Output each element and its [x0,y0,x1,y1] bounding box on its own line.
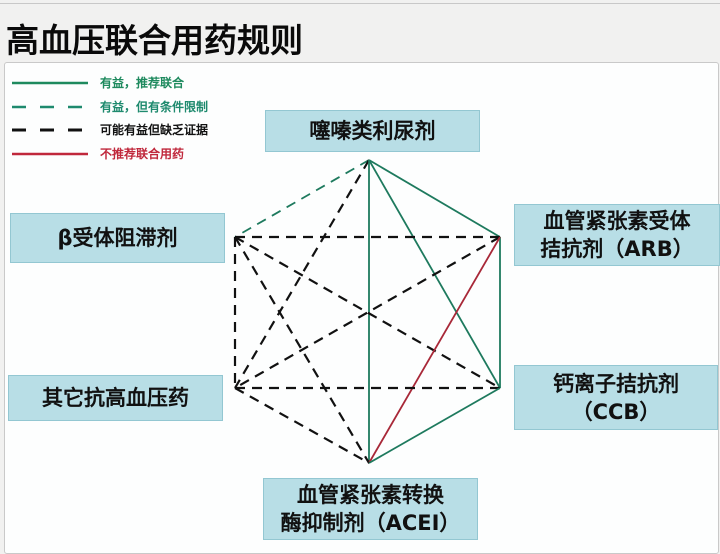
legend-label: 有益，推荐联合 [100,76,185,90]
edge-arb-acei [368,236,501,464]
node-label: β受体阻滞剂 [57,226,178,250]
node-label: 钙离子拮抗剂 [553,371,679,396]
node-ccb: 钙离子拮抗剂 （CCB） [514,365,718,430]
legend-swatch-dashed-black [12,128,88,132]
page-title: 高血压联合用药规则 [6,21,303,60]
node-acei: 血管紧张素转换 酶抑制剂（ACEI） [263,478,478,540]
node-label: 噻嗪类利尿剂 [309,119,436,143]
legend-label: 可能有益但缺乏证据 [100,123,209,137]
node-other: 其它抗高血压药 [8,375,223,421]
drug-combination-hexagon [233,159,501,464]
node-label: 酶抑制剂（ACEI） [280,511,461,535]
legend-label: 不推荐联合用药 [100,146,185,161]
edge-ccb-acei [368,387,501,464]
legend-swatch-dashed-green [12,105,88,108]
legend-label: 有益，但有条件限制 [100,99,209,114]
node-label: （CCB） [571,399,661,424]
node-beta-blocker: β受体阻滞剂 [10,213,225,263]
edge-other-acei [234,387,370,464]
node-arb: 血管紧张素受体 拮抗剂（ARB） [514,204,720,266]
node-label: 其它抗高血压药 [42,386,189,410]
legend-swatch-solid-green [12,81,88,85]
node-label: 血管紧张素转换 [297,483,444,507]
top-divider [0,3,720,4]
edge-diuretic-beta [234,159,370,238]
node-label: 血管紧张素受体 [543,209,691,233]
node-diuretic: 噻嗪类利尿剂 [265,110,480,152]
edge-diuretic-arb [368,159,501,238]
node-label: 拮抗剂（ARB） [540,237,694,261]
edge-beta-acei [234,236,370,464]
legend-swatch-solid-red [12,152,88,155]
